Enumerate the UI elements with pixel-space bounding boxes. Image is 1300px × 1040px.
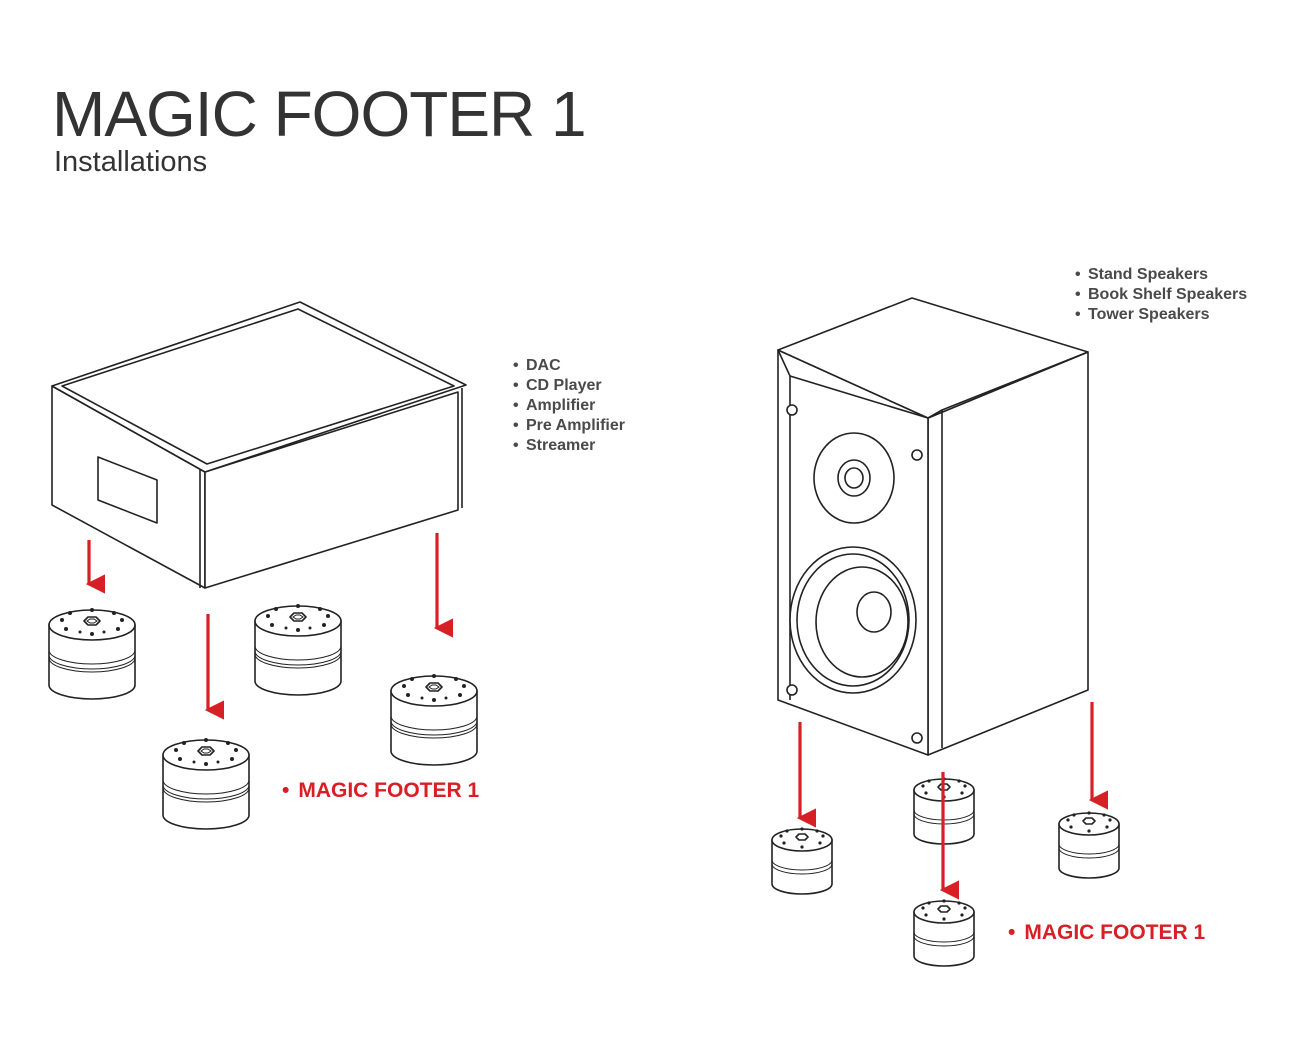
display-window — [97, 456, 158, 524]
footer-icon — [1058, 810, 1120, 879]
list-item: Streamer — [513, 436, 625, 456]
woofer — [789, 546, 917, 694]
list-item: Tower Speakers — [1075, 305, 1247, 325]
list-item: Stand Speakers — [1075, 265, 1247, 285]
list-item: Pre Amplifier — [513, 416, 625, 436]
list-item: DAC — [513, 356, 625, 376]
component-box-illustration — [51, 301, 467, 589]
speaker-illustration — [777, 297, 1089, 756]
tweeter — [813, 432, 895, 524]
arrows-left — [85, 533, 453, 720]
list-item: Amplifier — [513, 396, 625, 416]
product-label-components: MAGIC FOOTER 1 — [282, 779, 479, 803]
component-list: DAC CD Player Amplifier Pre Amplifier St… — [513, 356, 625, 456]
footer-icon — [771, 826, 833, 895]
footer-icon — [162, 737, 250, 830]
footer-icon — [913, 898, 975, 967]
list-item: Book Shelf Speakers — [1075, 285, 1247, 305]
footer-icon — [390, 673, 478, 766]
list-item: CD Player — [513, 376, 625, 396]
arrows-right — [796, 702, 1108, 900]
speaker-list: Stand Speakers Book Shelf Speakers Tower… — [1075, 265, 1247, 325]
page-title: MAGIC FOOTER 1 — [52, 78, 587, 150]
footer-icon — [48, 607, 136, 700]
product-label-speakers: MAGIC FOOTER 1 — [1008, 921, 1205, 945]
footer-icon — [254, 603, 342, 696]
page-subtitle: Installations — [54, 146, 208, 178]
